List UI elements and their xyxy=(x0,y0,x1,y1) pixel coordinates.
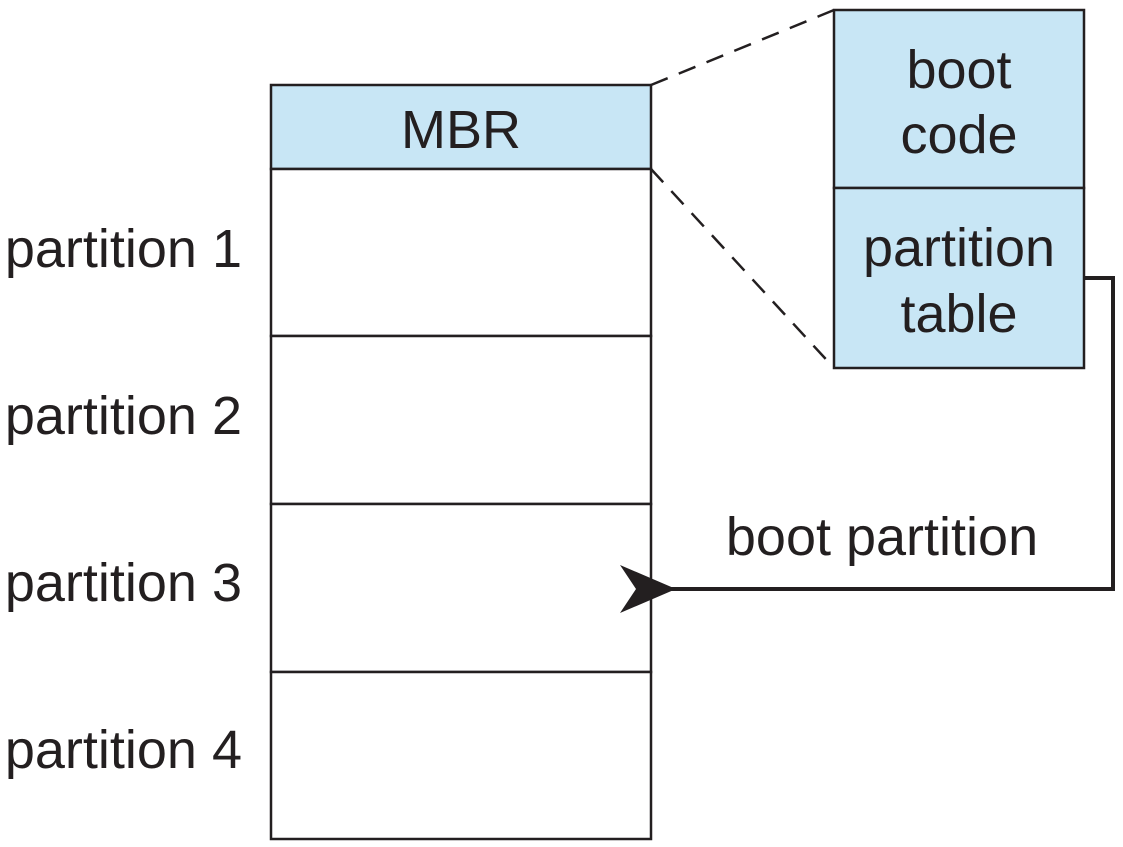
mbr-block xyxy=(269,83,653,171)
boot-partition-arrow xyxy=(620,276,1115,613)
partition-4-block xyxy=(269,670,653,841)
partition-4-label: partition 4 xyxy=(5,720,242,780)
boot-partition-label: boot partition xyxy=(726,507,1038,567)
partition-labels: partition 1 partition 2 partition 3 part… xyxy=(5,219,242,780)
partition-table-block xyxy=(832,186,1086,370)
partition-3-label: partition 3 xyxy=(5,553,242,613)
partition-table-label-line1: partition xyxy=(863,218,1055,278)
partition-1-block xyxy=(269,167,653,338)
partition-2-label: partition 2 xyxy=(5,386,242,446)
partition-3-block xyxy=(269,502,653,674)
boot-partition-pointer: boot partition xyxy=(620,276,1115,613)
zoom-line-top xyxy=(650,8,835,87)
boot-code-label-line1: boot xyxy=(906,40,1011,100)
zoom-lines xyxy=(650,8,835,369)
mbr-label: MBR xyxy=(401,100,521,160)
disk-column: MBR xyxy=(269,83,653,841)
boot-code-block xyxy=(832,8,1086,190)
mbr-detail-box: boot code partition table xyxy=(832,8,1086,370)
partition-table-label-line2: table xyxy=(900,284,1017,344)
zoom-line-bottom xyxy=(650,168,835,369)
boot-code-label-line2: code xyxy=(900,105,1017,165)
partition-2-block xyxy=(269,334,653,506)
partition-1-label: partition 1 xyxy=(5,219,242,279)
